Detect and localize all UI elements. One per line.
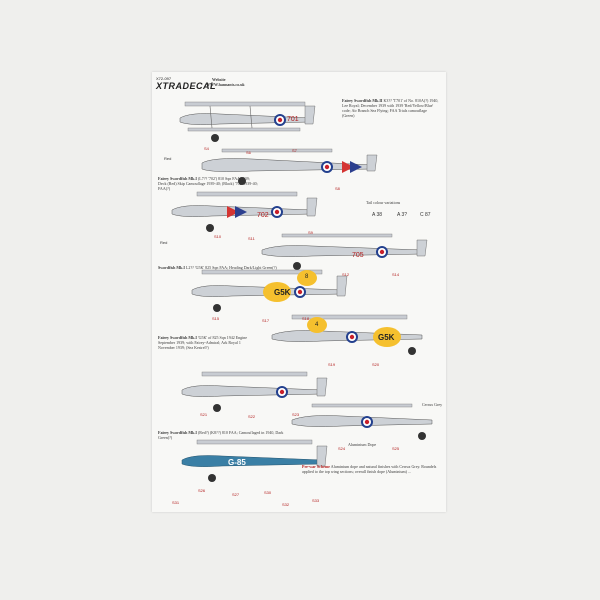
- website-label: Website: [212, 77, 226, 82]
- stencil-label: S22: [248, 414, 256, 419]
- stencil-label: S32: [282, 502, 290, 507]
- stencil-label: S15: [212, 316, 220, 321]
- aircraft-5-yellow-code-biplane: [191, 269, 348, 312]
- digit-badge-mid: 4: [315, 322, 319, 328]
- red-label-b: Red: [160, 240, 168, 245]
- aircraft-6-yellow-code-biplane: [271, 314, 423, 355]
- code-705: 705: [352, 252, 364, 259]
- stencil-label: S6: [246, 150, 251, 155]
- a-code-1: A 38: [372, 212, 383, 218]
- stencil-label: S21: [200, 412, 208, 417]
- stencil-label: S33: [312, 498, 320, 503]
- decal-sheet: X72-097 XTRADECAL Website WWW.hannants.c…: [152, 72, 446, 512]
- aircraft-2-chevron-biplane: [201, 148, 378, 185]
- stencil-label: S4: [204, 146, 209, 151]
- aircraft-8-silver-biplane: [291, 403, 433, 440]
- website-url: WWW.hannants.co.uk: [206, 82, 245, 87]
- stencil-label: S10: [214, 234, 222, 239]
- stencil-label: S20: [372, 362, 380, 367]
- stencil-label: S19: [328, 362, 336, 367]
- stencil-label: S31: [172, 500, 180, 505]
- aircraft-1-silver-biplane: [179, 101, 316, 142]
- aircraft-9-blue-biplane: [181, 439, 328, 482]
- caption-4: Fairey Swordfish Mk.I 'G5K' of 825 Sqn 1…: [158, 335, 248, 350]
- stencil-label: S11: [248, 236, 255, 241]
- blue-code: G-85: [228, 458, 246, 467]
- stencil-label: S24: [338, 446, 346, 451]
- aircraft-4-silver-biplane: [261, 233, 428, 270]
- stencil-label: S12: [342, 272, 350, 277]
- stencil-label: S7: [292, 148, 297, 153]
- stencil-label: S23: [292, 412, 300, 417]
- stencil-label: S8: [335, 186, 340, 191]
- aircraft-7-silver-biplane: [181, 371, 328, 412]
- caption-2: Fairey Swordfish Mk.I (L7?? '702') 810 S…: [158, 176, 258, 191]
- stencil-label: S30: [264, 490, 272, 495]
- a-code-2: A 3?: [397, 212, 408, 218]
- caption-pre-war: Pre-war Scheme Aluminium dope and natura…: [302, 464, 437, 474]
- code-701: 701: [287, 116, 299, 123]
- stencil-label: S25: [392, 446, 400, 451]
- cerrux-grey-label: Cerrux Grey: [422, 402, 443, 407]
- digit-badge-top: 8: [305, 274, 309, 280]
- product-code: X72-097: [156, 76, 172, 81]
- stencil-label: S9: [308, 230, 313, 235]
- stencil-label: S18: [302, 316, 310, 321]
- stencil-label: S17: [262, 318, 270, 323]
- aircraft-illustrations: [171, 101, 433, 482]
- caption-3: Swordfish Mk.I L2?? 'G5K' 825 Sqn FAA; H…: [158, 265, 277, 270]
- aluminium-dope-label: Aluminium Dope: [348, 442, 377, 447]
- brand-logo: X72-097 XTRADECAL: [156, 76, 216, 91]
- caption-1: Fairey Swordfish Mk.II K3?? 'T701' of No…: [342, 98, 439, 118]
- g5k-code-1: G5K: [274, 288, 291, 297]
- brand-name: XTRADECAL: [156, 81, 216, 91]
- aircraft-3-chevron-biplane: [171, 191, 318, 232]
- g5k-code-2: G5K: [378, 333, 395, 342]
- stencil-label: S26: [198, 488, 206, 493]
- stencil-label: S27: [232, 492, 240, 497]
- stencil-label: S14: [392, 272, 400, 277]
- a-code-3: C 87: [420, 212, 431, 218]
- caption-5: Fairey Swordfish Mk.I (Red?) (K8??) 810 …: [158, 430, 284, 440]
- red-label-a: Red: [164, 156, 172, 161]
- code-702: 702: [257, 212, 269, 219]
- tail-variation-note: Tail colour variations: [366, 200, 401, 205]
